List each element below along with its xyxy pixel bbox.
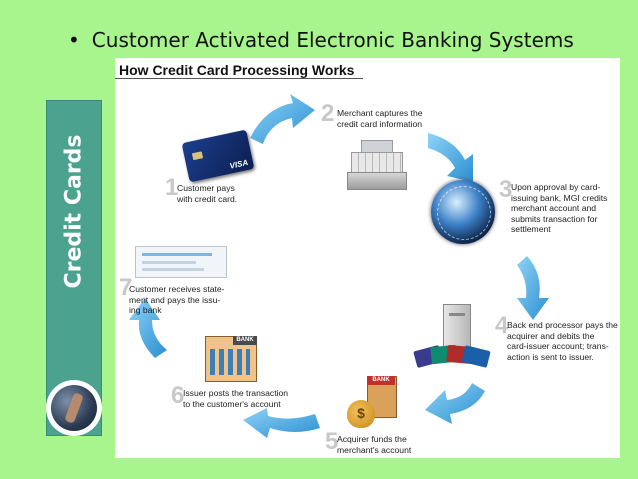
step-2-number: 2 xyxy=(321,100,335,127)
title-underline xyxy=(115,78,363,79)
step-2-text: Merchant captures the credit card inform… xyxy=(337,108,423,129)
cards-fan-icon xyxy=(413,342,497,376)
register-base xyxy=(347,172,407,190)
bank-sign-2: BANK xyxy=(233,336,257,345)
step-1-text: Customer pays with credit card. xyxy=(177,183,238,204)
globe-icon xyxy=(431,180,495,244)
arrow-4-to-5 xyxy=(425,383,485,424)
slide-bullet: • Customer Activated Electronic Banking S… xyxy=(68,28,574,52)
bank-sign: BANK xyxy=(367,376,395,385)
sidebar-title: Credit Cards xyxy=(61,133,87,289)
step-4-number: 4 xyxy=(495,312,509,339)
money-bag-symbol: $ xyxy=(357,405,365,421)
step-1-number: 1 xyxy=(165,174,179,201)
step-4-text: Back end processor pays the acquirer and… xyxy=(507,320,618,362)
card-brand: VISA xyxy=(228,158,249,171)
photo-image xyxy=(51,385,97,431)
diagram-panel: How Credit Card Processing Works VISA 1 … xyxy=(115,58,620,458)
money-bag-icon: $ xyxy=(347,400,375,428)
register-keys xyxy=(351,152,403,174)
globe-lines xyxy=(437,186,491,240)
diagram-title: How Credit Card Processing Works xyxy=(119,62,355,78)
sidebar-photo xyxy=(46,380,102,436)
statement-icon xyxy=(135,246,227,278)
statement-line-1 xyxy=(142,253,212,256)
statement-line-2 xyxy=(142,261,196,264)
server-slot xyxy=(449,313,465,316)
cash-register-icon xyxy=(347,140,407,190)
step-7-text: Customer receives state- ment and pays t… xyxy=(129,284,225,315)
arrow-5-to-6 xyxy=(243,408,320,438)
cycle-arrows xyxy=(129,94,549,438)
step-3-text: Upon approval by card- issuing bank, MGI… xyxy=(511,182,608,234)
step-5-number: 5 xyxy=(325,428,339,455)
sidebar-label-wrap: Credit Cards xyxy=(47,101,101,321)
bank-windows xyxy=(210,349,250,375)
fan-card-4 xyxy=(461,345,491,368)
bullet-dot: • xyxy=(68,28,80,52)
bank-building-icon-2: BANK xyxy=(205,336,257,382)
step-7-number: 7 xyxy=(119,274,133,301)
statement-line-3 xyxy=(142,268,204,271)
step-6-number: 6 xyxy=(171,382,185,409)
arrow-1-to-2 xyxy=(250,94,315,144)
arrow-3-to-4 xyxy=(517,256,549,320)
bullet-text: Customer Activated Electronic Banking Sy… xyxy=(91,28,574,52)
step-5-text: Acquirer funds the merchant's account xyxy=(337,434,412,455)
step-3-number: 3 xyxy=(499,176,513,203)
card-chip xyxy=(191,151,204,161)
arrow-2-to-3 xyxy=(428,133,473,182)
arrow-6-to-7 xyxy=(129,298,167,358)
step-6-text: Issuer posts the transaction to the cust… xyxy=(183,388,289,409)
